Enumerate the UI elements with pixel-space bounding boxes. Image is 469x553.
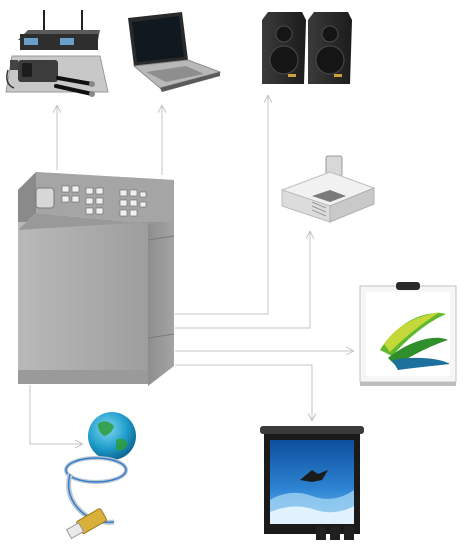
control-podium-icon: [18, 172, 175, 386]
connector-podium-speakers: [175, 96, 268, 315]
wireless-microphone-kit-icon: [5, 10, 109, 97]
projection-screen-icon: [260, 426, 364, 540]
connector-podium-screen: [175, 364, 312, 420]
projector-icon: [280, 155, 376, 223]
interactive-whiteboard-icon: [359, 282, 457, 386]
connector-podium-network: [29, 385, 82, 444]
connectors: [29, 96, 353, 444]
connector-podium-projector: [175, 232, 310, 329]
speakers-icon: [262, 12, 352, 84]
laptop-icon: [128, 12, 222, 92]
network-globe-icon: [64, 412, 136, 540]
